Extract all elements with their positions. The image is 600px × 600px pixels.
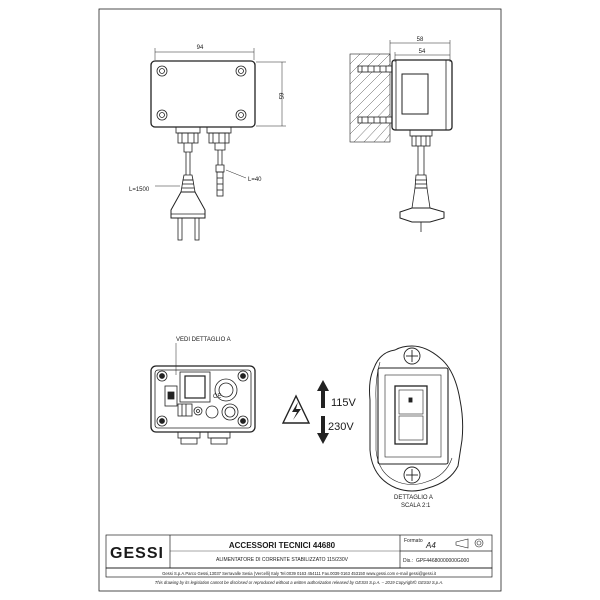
- drawing-subtitle: ALIMENTATORE DI CORRENTE STABILIZZATO 11…: [216, 557, 349, 563]
- see-detail-callout: VEDI DETTAGLIO A: [176, 337, 231, 343]
- title-block: [105, 534, 493, 578]
- svg-text:CE: CE: [213, 394, 221, 400]
- drawing-title: ACCESSORI TECNICI 44680: [229, 541, 336, 550]
- arrow-up-icon: [317, 380, 329, 408]
- sheet-border: [98, 8, 502, 592]
- voltage-115-label: 115V: [331, 397, 357, 409]
- voltage-indicator: [281, 380, 329, 444]
- cable-length-label: L=1500: [129, 187, 150, 193]
- company-address: Gessi S.p.A.Parco Gessi,13037 Serravalle…: [162, 571, 437, 576]
- lead-length-label: L=40: [248, 177, 262, 183]
- front-view: [150, 48, 286, 241]
- side-outer-dimension-label: 58: [417, 37, 424, 43]
- detail-a-view: [369, 345, 464, 492]
- side-inner-dimension-label: 54: [419, 49, 426, 55]
- interior-view: CE: [150, 343, 256, 445]
- drawing-number-label: Dis.:: [403, 558, 413, 564]
- detail-a-title: DETTAGLIO A: [394, 495, 433, 501]
- format-label: Formato: [404, 538, 423, 544]
- gessi-logo: GESSI: [110, 545, 164, 562]
- legal-notice: This drawing by its legislation cannot b…: [155, 580, 443, 585]
- format-value: A4: [425, 541, 436, 550]
- dimension-height-label: 65: [277, 93, 283, 100]
- side-view: [349, 40, 453, 232]
- drawing-number-value: GPF44680000000G000: [416, 558, 469, 564]
- high-voltage-warning-icon: [281, 394, 311, 424]
- arrow-down-icon: [317, 416, 329, 444]
- dimension-width-label: 94: [197, 45, 204, 51]
- voltage-230-label: 230V: [328, 421, 354, 433]
- detail-a-scale: SCALA 2:1: [401, 503, 431, 509]
